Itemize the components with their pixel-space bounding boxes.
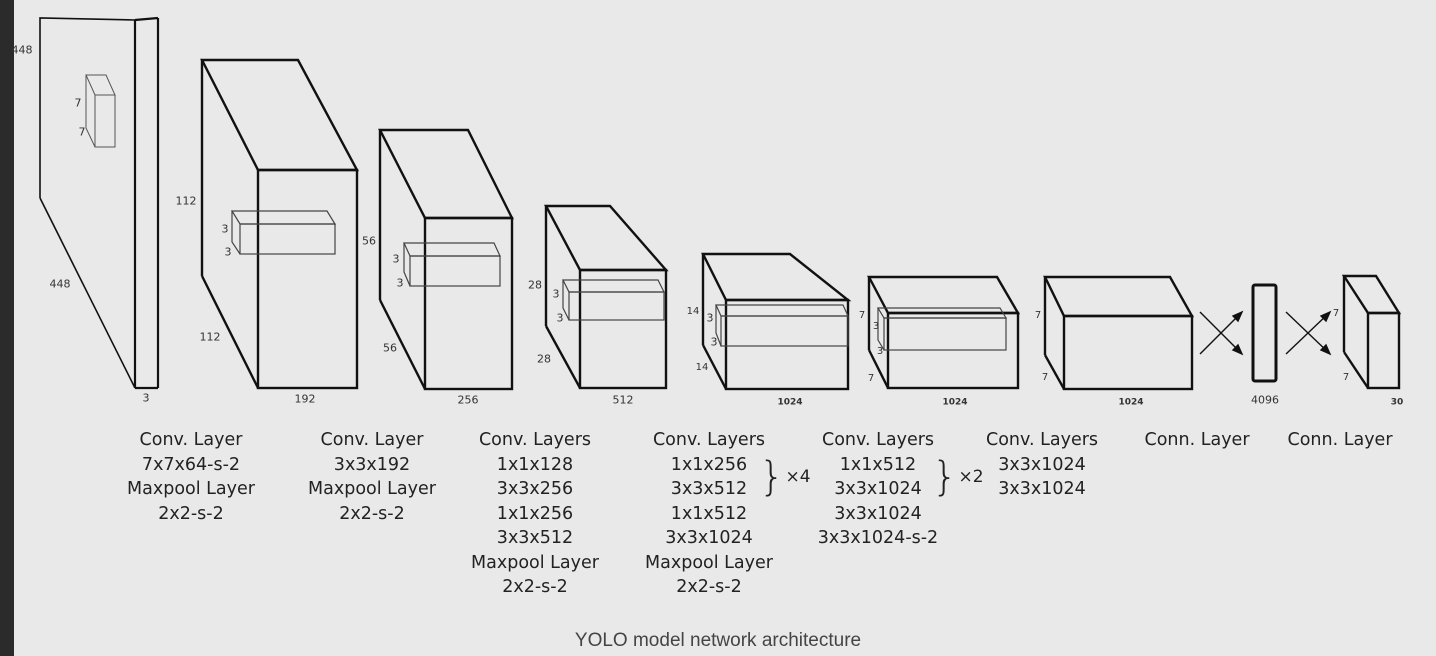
block4-width-label: 14	[695, 362, 709, 373]
block6-channels-label: 1024	[1118, 397, 1144, 408]
block2-kernel-box	[403, 242, 501, 287]
block3-kernel-label-1: 3	[552, 287, 560, 301]
block2-channels-label: 256	[457, 393, 479, 407]
block5-volume	[867, 275, 1021, 390]
block2-volume	[378, 128, 514, 391]
block2-kernel-label-2: 3	[396, 276, 404, 290]
block3-volume	[544, 204, 669, 390]
input-kernel-box	[85, 74, 116, 148]
figure-caption: YOLO model network architecture	[574, 630, 862, 651]
layer-desc-5: Conv. Layers 1x1x512 3x3x1024 3x3x1024 3…	[817, 430, 939, 548]
block1-kernel-label-2: 3	[224, 245, 232, 259]
block4-kernel-label-1: 3	[706, 311, 714, 325]
output-width-label: 7	[1342, 372, 1350, 383]
input-height-label: 448	[11, 43, 33, 57]
layer-desc-7: Conn. Layer	[1144, 430, 1250, 450]
output-channels-label: 30	[1390, 397, 1404, 408]
block3-kernel-label-2: 3	[556, 311, 564, 325]
block1-width-label: 112	[199, 330, 221, 344]
block1-volume	[200, 58, 360, 390]
repeat-brace-block4: }×4	[759, 457, 811, 497]
block6-height-label: 7	[1034, 310, 1042, 321]
block6-volume	[1043, 275, 1195, 391]
block4-kernel-box	[715, 304, 849, 347]
block2-height-label: 56	[362, 234, 376, 248]
layer-desc-1: Conv. Layer 7x7x64-s-2 Maxpool Layer 2x2…	[127, 430, 255, 524]
fc-units-label: 4096	[1251, 393, 1279, 407]
block5-kernel-label-1: 3	[872, 321, 880, 332]
block2-width-label: 56	[383, 341, 397, 355]
input-channels-label: 3	[142, 391, 150, 405]
input-kernel-label-2: 7	[78, 125, 86, 139]
layer-desc-3: Conv. Layers 1x1x128 3x3x256 1x1x256 3x3…	[471, 430, 599, 597]
layer-desc-6: Conv. Layers 3x3x1024 3x3x1024	[985, 430, 1099, 499]
input-width-label: 448	[49, 277, 71, 291]
brace-glyph: }	[759, 454, 785, 500]
block4-volume	[701, 252, 852, 391]
block2-kernel-label-1: 3	[392, 252, 400, 266]
block4-kernel-label-2: 3	[710, 335, 718, 349]
block5-height-label: 7	[858, 310, 866, 321]
block3-channels-label: 512	[612, 393, 634, 407]
block1-height-label: 112	[175, 194, 197, 208]
fc-layer-bar	[1251, 283, 1278, 383]
block1-kernel-label-1: 3	[221, 222, 229, 236]
block3-height-label: 28	[528, 278, 542, 292]
layer-desc-2: Conv. Layer 3x3x192 Maxpool Layer 2x2-s-…	[308, 430, 436, 524]
output-height-label: 7	[1332, 308, 1340, 319]
block5-channels-label: 1024	[942, 397, 968, 408]
fc-connection-arrows-2	[1285, 310, 1332, 356]
block3-width-label: 28	[537, 352, 551, 366]
output-volume	[1341, 274, 1402, 390]
left-edge-bar	[0, 0, 14, 656]
repeat-brace-block5: }×2	[932, 457, 984, 497]
block1-channels-label: 192	[294, 392, 316, 406]
input-kernel-label-1: 7	[74, 96, 82, 110]
block4-height-label: 14	[686, 306, 700, 317]
block3-kernel-box	[562, 279, 665, 321]
block5-kernel-box	[876, 307, 1008, 351]
fc-connection-arrows-1	[1199, 310, 1244, 356]
block4-channels-label: 1024	[777, 397, 803, 408]
repeat-count-block5: ×2	[958, 467, 984, 487]
layer-desc-4: Conv. Layers 1x1x256 3x3x512 1x1x512 3x3…	[645, 430, 773, 597]
block5-kernel-label-2: 3	[876, 346, 884, 357]
block1-kernel-box	[230, 210, 337, 255]
block5-width-label: 7	[867, 373, 875, 384]
block6-width-label: 7	[1041, 372, 1049, 383]
repeat-count-block4: ×4	[785, 467, 811, 487]
brace-glyph: }	[932, 454, 958, 500]
layer-desc-8: Conn. Layer	[1287, 430, 1393, 450]
input-volume	[39, 16, 160, 390]
